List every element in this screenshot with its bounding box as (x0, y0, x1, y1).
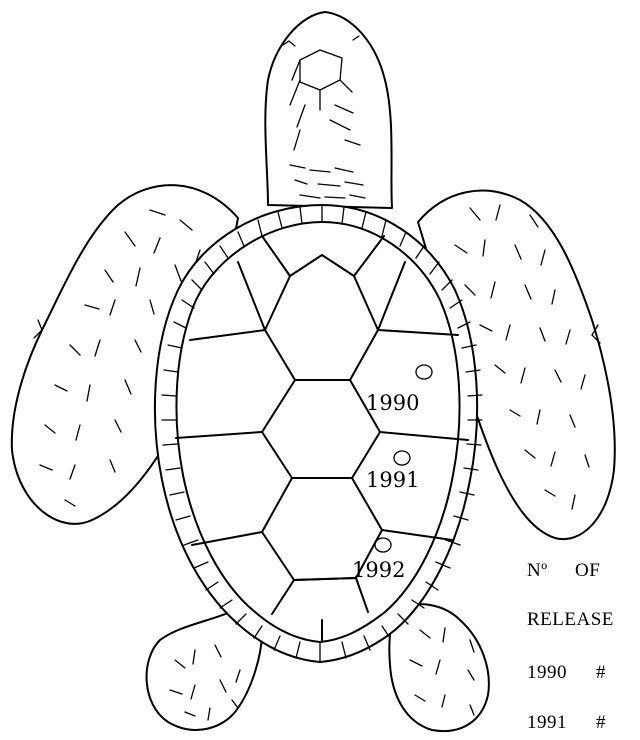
legend-row-marker: # (596, 712, 606, 733)
legend-row-year: 1991 (527, 712, 567, 733)
right-rear-flipper (389, 604, 489, 731)
release-legend: Nº OF RELEASE 1990 # 1991 # (527, 560, 614, 733)
legend-row-marker: # (596, 662, 606, 683)
tag-label-1992: 1992 (352, 558, 405, 582)
tag-label-1991: 1991 (366, 468, 419, 492)
tag-label-1990: 1990 (366, 391, 419, 415)
legend-heading-number: Nº (527, 560, 548, 581)
carapace (155, 205, 482, 662)
legend-heading-of: OF (575, 560, 600, 581)
head (265, 12, 392, 208)
legend-row-year: 1990 (527, 662, 567, 683)
legend-subheading: RELEASE (527, 609, 614, 630)
